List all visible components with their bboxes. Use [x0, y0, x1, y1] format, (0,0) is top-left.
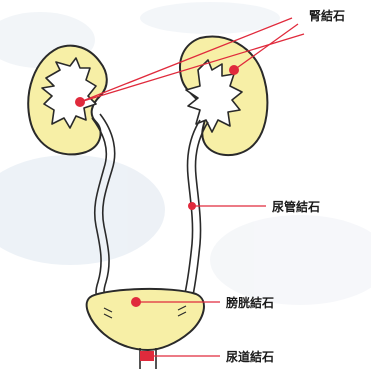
urethra-stone-marker: [140, 351, 154, 361]
right-kidney-stone-marker: [229, 65, 239, 75]
bladder-stone-label: 膀胱結石: [225, 295, 274, 310]
bladder-stone-marker: [131, 297, 141, 307]
left-kidney: [28, 46, 106, 155]
left-kidney-stone-marker: [75, 97, 85, 107]
bladder-body: [87, 289, 204, 350]
urethra-stone-label: 尿道結石: [226, 349, 274, 364]
right-kidney: [180, 37, 267, 155]
ureter-stone-marker: [188, 202, 196, 210]
right-ureter: [184, 120, 208, 300]
ureter-stone-label: 尿管結石: [272, 199, 320, 214]
kidney-stone-label: 腎結石: [309, 8, 345, 23]
